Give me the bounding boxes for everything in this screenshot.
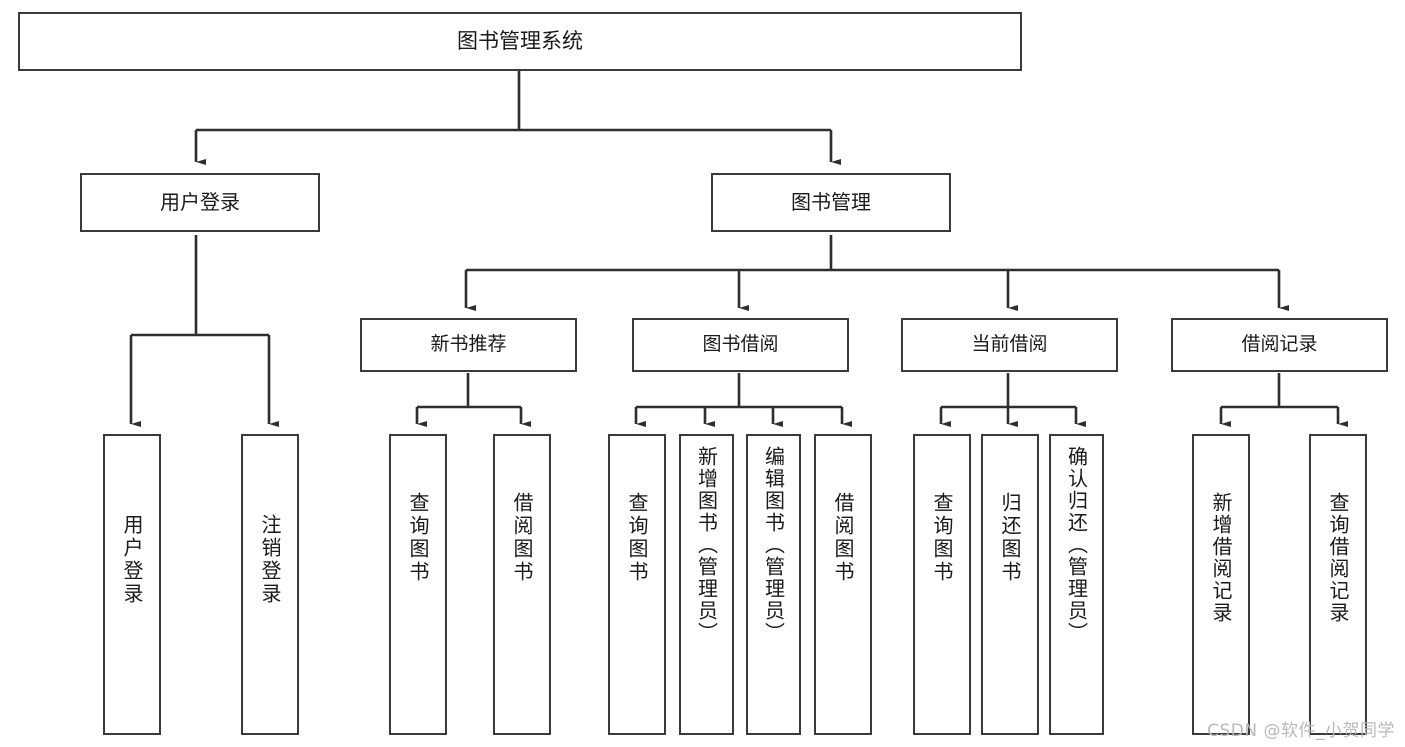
node-leaf-query-book-2-label: 查询图书: [625, 492, 649, 584]
node-leaf-borrow-book-2-label: 借阅图书: [831, 492, 855, 584]
node-book-manage[interactable]: 图书管理: [711, 173, 951, 232]
node-leaf-return-book-label: 归还图书: [998, 492, 1022, 584]
node-leaf-return-book[interactable]: 归还图书: [981, 434, 1039, 735]
node-root-label: 图书管理系统: [457, 28, 583, 53]
node-leaf-edit-book[interactable]: 编辑图书（管理员）: [746, 434, 801, 735]
node-current-borrow-label: 当前借阅: [971, 333, 1048, 356]
node-leaf-borrow-book-1[interactable]: 借阅图书: [493, 434, 551, 735]
node-leaf-add-record[interactable]: 新增借阅记录: [1192, 434, 1250, 735]
node-leaf-add-book[interactable]: 新增图书（管理员）: [679, 434, 734, 735]
node-leaf-user-login-label: 用户登录: [120, 514, 144, 606]
node-leaf-query-record-label: 查询借阅记录: [1326, 492, 1350, 624]
node-leaf-add-record-label: 新增借阅记录: [1209, 492, 1233, 624]
node-root[interactable]: 图书管理系统: [18, 12, 1022, 71]
node-current-borrow[interactable]: 当前借阅: [901, 318, 1118, 372]
node-book-borrow-label: 图书借阅: [702, 333, 779, 356]
node-leaf-user-login[interactable]: 用户登录: [103, 434, 161, 735]
csdn-watermark: CSDN @软件_小贺同学: [1207, 721, 1395, 741]
node-leaf-borrow-book-1-label: 借阅图书: [510, 492, 534, 584]
node-leaf-query-record[interactable]: 查询借阅记录: [1309, 434, 1367, 735]
node-new-book-recommend-label: 新书推荐: [430, 333, 507, 356]
node-borrow-record-label: 借阅记录: [1241, 333, 1318, 356]
node-leaf-logout-login[interactable]: 注销登录: [241, 434, 299, 735]
node-leaf-query-book-3[interactable]: 查询图书: [913, 434, 971, 735]
node-leaf-query-book-1[interactable]: 查询图书: [389, 434, 447, 735]
node-leaf-confirm-return-label: 确认归还（管理员）: [1064, 446, 1089, 644]
node-leaf-borrow-book-2[interactable]: 借阅图书: [814, 434, 872, 735]
node-leaf-edit-book-label: 编辑图书（管理员）: [761, 446, 786, 644]
node-leaf-query-book-2[interactable]: 查询图书: [608, 434, 666, 735]
node-leaf-add-book-label: 新增图书（管理员）: [694, 446, 719, 644]
node-leaf-logout-login-label: 注销登录: [258, 514, 282, 606]
node-book-manage-label: 图书管理: [791, 190, 871, 215]
node-book-borrow[interactable]: 图书借阅: [632, 318, 849, 372]
node-leaf-confirm-return[interactable]: 确认归还（管理员）: [1049, 434, 1104, 735]
node-user-login-label: 用户登录: [160, 190, 240, 215]
node-leaf-query-book-1-label: 查询图书: [406, 492, 430, 584]
node-user-login[interactable]: 用户登录: [80, 173, 320, 232]
node-leaf-query-book-3-label: 查询图书: [930, 492, 954, 584]
node-borrow-record[interactable]: 借阅记录: [1171, 318, 1388, 372]
node-new-book-recommend[interactable]: 新书推荐: [360, 318, 577, 372]
